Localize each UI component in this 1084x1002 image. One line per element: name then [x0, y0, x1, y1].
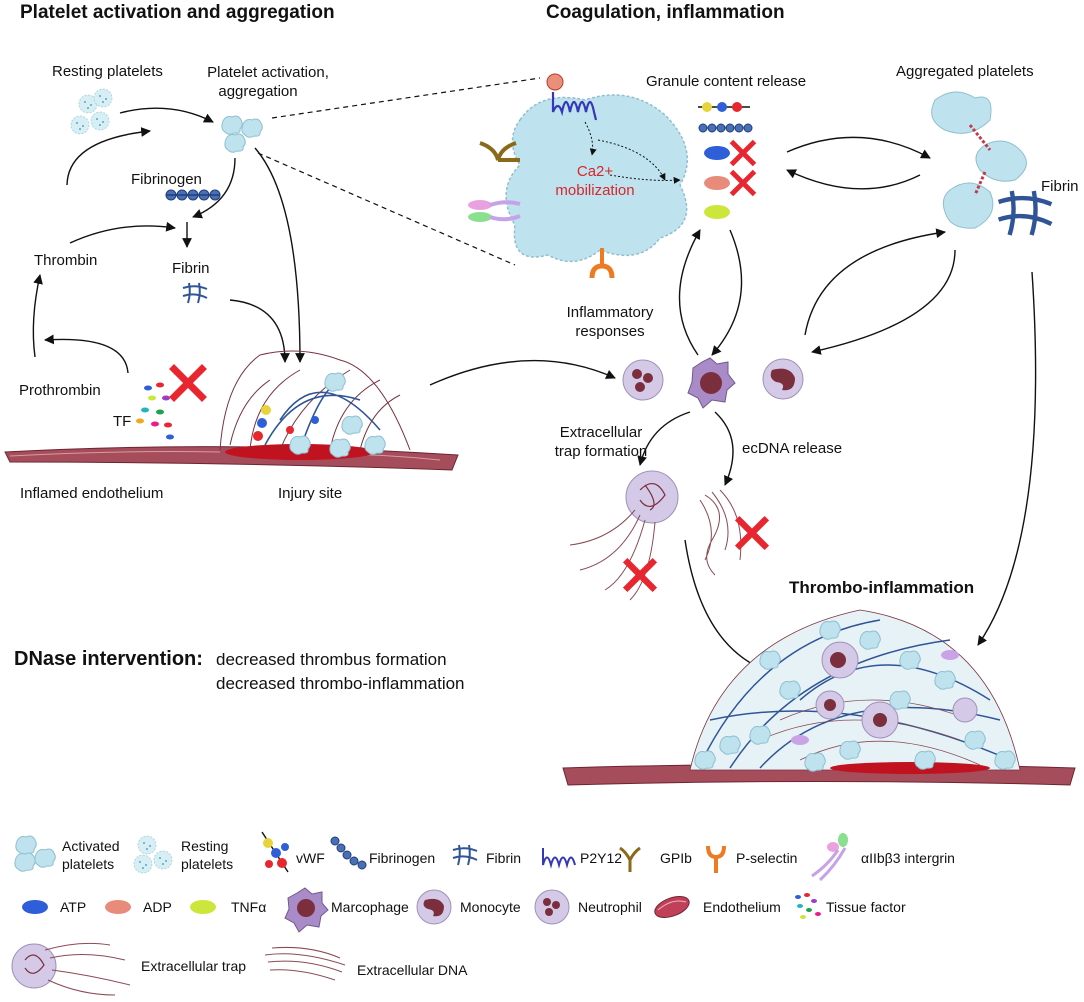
endothelium-icon [654, 896, 690, 918]
resting-platelet-icon [133, 835, 173, 874]
macrophage-icon [687, 357, 736, 409]
aggregated-platelets-label: Aggregated platelets [896, 63, 1034, 80]
integrin-icon [468, 200, 521, 222]
fibrin-icon [452, 844, 478, 866]
vwf-icon [261, 831, 289, 873]
granule-release-label: Granule content release [646, 73, 807, 90]
legend-fibrinogen: Fibrinogen [369, 850, 436, 866]
legend-extracellular-trap: Extracellular trap [141, 958, 247, 974]
fibrin-left-label: Fibrin [172, 260, 210, 277]
ca-mobilization-label-1: Ca2+ [576, 163, 614, 180]
dnase-effect-2: decreased thrombo-inflammation [216, 674, 465, 693]
blocked-x-icon [174, 369, 202, 397]
legend-pselectin: P-selectin [736, 850, 798, 866]
thrombo-inflammation-clot [562, 609, 1076, 786]
legend-activated-2: platelets [62, 856, 115, 872]
zoom-lines [257, 77, 541, 266]
legend-integrin: αIIbβ3 intergrin [861, 850, 955, 866]
inflammatory-label-1: Inflammatory [566, 304, 654, 321]
resting-platelets-cluster [70, 88, 113, 135]
fibrinogen-chain [165, 189, 221, 201]
activated-platelet-icon [14, 835, 56, 872]
fibrin-mesh-small [182, 282, 208, 304]
pselectin-icon [706, 845, 726, 873]
pselectin-icon [589, 248, 615, 279]
extracellular-dna-icon [264, 946, 346, 981]
extracellular-trap-icon [569, 470, 679, 601]
legend-gpib: GPIb [660, 850, 692, 866]
macrophage-icon [284, 887, 329, 933]
legend-tnfa: TNFα [231, 899, 267, 915]
monocyte-icon [416, 889, 452, 925]
fibrin-right-label: Fibrin [1041, 178, 1079, 195]
legend-p2y12: P2Y12 [580, 850, 623, 866]
left-panel-title: Platelet activation and aggregation [20, 2, 335, 23]
legend-atp: ATP [60, 899, 87, 915]
integrin-icon [811, 833, 848, 882]
p2y12-icon [542, 848, 576, 869]
inflammatory-label-2: responses [575, 323, 645, 340]
legend-extracellular-dna: Extracellular DNA [357, 962, 468, 978]
legend-resting-1: Resting [181, 838, 229, 854]
legend-neutrophil: Neutrophil [578, 899, 642, 915]
fibrinogen-icon [330, 836, 367, 870]
legend-icons [11, 831, 848, 996]
ca-arrows [584, 121, 681, 184]
thrombo-inflammation-label: Thrombo-inflammation [789, 578, 975, 597]
large-activated-platelet [505, 94, 688, 263]
legend-macrophage: Marcophage [331, 899, 409, 915]
adp-icon [105, 900, 131, 914]
activated-platelets-cluster [221, 115, 263, 153]
extracellular-dna-icon [699, 489, 742, 576]
extracellular-trap-icon [11, 942, 131, 996]
atp-icon [22, 900, 48, 914]
injury-site-label: Injury site [278, 485, 343, 502]
resting-platelets-label: Resting platelets [52, 63, 163, 80]
tissue-factor-dots [136, 382, 174, 440]
tf-label: TF [113, 413, 132, 430]
right-panel-title: Coagulation, inflammation [546, 2, 785, 23]
platelet-activation-label-1: Platelet activation, [207, 64, 329, 81]
gpib-icon [479, 141, 520, 162]
extracellular-trap-label-1: Extracellular [559, 424, 643, 441]
injury-thrombus [219, 350, 411, 458]
tissue-factor-icon [795, 893, 821, 919]
extracellular-trap-label-2: trap formation [554, 443, 648, 460]
granule-contents [698, 102, 753, 219]
right-arrows [429, 136, 1037, 669]
dnase-heading: DNase intervention: [14, 648, 203, 670]
inflamed-endothelium-label: Inflamed endothelium [20, 485, 164, 502]
legend-fibrin: Fibrin [486, 850, 522, 866]
legend-resting-2: platelets [181, 856, 234, 872]
endothelium-left [4, 444, 459, 471]
fibrinogen-label: Fibrinogen [131, 171, 202, 188]
p2y12-icon [546, 73, 598, 121]
ca-mobilization-label-2: mobilization [555, 182, 635, 199]
neutrophil-icon [534, 889, 570, 925]
prothrombin-label: Prothrombin [19, 382, 101, 399]
blocked-x-icon [627, 562, 652, 587]
neutrophil-icon [622, 359, 664, 401]
fibrin-mesh-large [999, 191, 1052, 235]
platelet-activation-label-2: aggregation [218, 83, 298, 100]
gpib-icon [619, 846, 641, 872]
legend-vwf: vWF [296, 850, 325, 866]
left-arrows [32, 107, 305, 374]
tnfa-icon [190, 900, 216, 914]
monocyte-icon [762, 358, 804, 400]
dnase-effect-1: decreased thrombus formation [216, 650, 447, 669]
legend-activated-1: Activated [62, 838, 120, 854]
aggregated-platelets [931, 91, 1027, 229]
ecdna-release-label: ecDNA release [742, 440, 843, 457]
thrombin-label: Thrombin [34, 252, 98, 269]
legend-monocyte: Monocyte [460, 899, 521, 915]
legend-endothelium: Endothelium [703, 899, 781, 915]
legend-tissue-factor: Tissue factor [826, 899, 906, 915]
blocked-x-icon [739, 520, 764, 545]
legend-adp: ADP [143, 899, 172, 915]
